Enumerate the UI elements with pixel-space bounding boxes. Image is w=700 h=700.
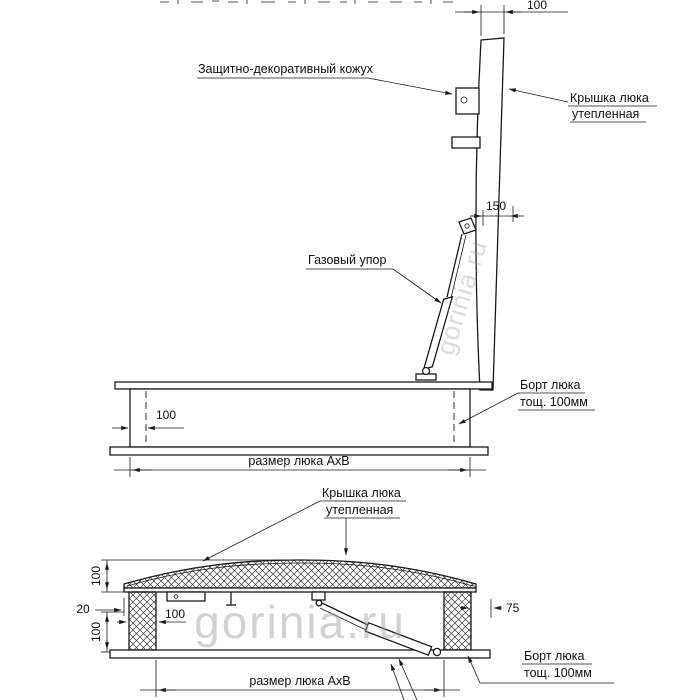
size-axb-label: размер люка АхВ xyxy=(248,454,349,468)
strut-top-mount xyxy=(458,217,477,235)
bottom-flange-section xyxy=(109,649,491,659)
hatch-frame-top-view xyxy=(109,381,493,456)
casing-label-text: Защитно-декоративный кожух xyxy=(198,62,374,76)
dim-wall-height-100-label: 100 xyxy=(89,622,103,642)
strut-label-text: Газовый упор xyxy=(308,253,386,267)
frame-box xyxy=(129,388,471,448)
gas-strut xyxy=(415,217,477,381)
dim-75-label: 75 xyxy=(506,601,520,615)
board-label-line2: тощ. 100мм xyxy=(520,395,588,409)
board-label-line1-section: Борт люка xyxy=(524,649,584,663)
lid-label-line2: утепленная xyxy=(572,107,639,121)
dim-wall-thickness-100: 100 xyxy=(112,408,184,431)
strut-bottom-eye-section xyxy=(432,647,442,657)
dim-wall-100-label: 100 xyxy=(156,408,176,422)
label-lid-bottom-view: Крышка люка утепленная xyxy=(202,486,406,562)
label-board-top-view: Борт люка тощ. 100мм xyxy=(458,378,595,425)
dim-cover-height-100: 100 xyxy=(89,559,298,593)
lid-label-line1: Крышка люка xyxy=(570,91,649,105)
cutoff-leaders xyxy=(390,658,418,700)
dim-size-axb-bottom-view: размер люка АхВ xyxy=(140,660,460,697)
strut-bottom-eye xyxy=(421,366,431,376)
dim-wall-100-label-section: 100 xyxy=(165,607,185,621)
size-axb-label-section: размер люка АхВ xyxy=(249,674,350,688)
label-lid-top-view: Крышка люка утепленная xyxy=(508,88,657,123)
dim-right-75: 75 xyxy=(460,599,520,618)
cover-insulation xyxy=(123,559,477,589)
dim-lid-thickness-100: 100 xyxy=(455,0,568,36)
dim-size-axb-top-view: размер люка АхВ xyxy=(114,454,486,477)
board-label-line1: Борт люка xyxy=(520,378,580,392)
label-casing: Защитно-декоративный кожух xyxy=(197,62,453,95)
clipped-title-fragments xyxy=(160,0,453,4)
label-gas-strut: Газовый упор xyxy=(306,253,442,304)
strut-rod xyxy=(446,233,463,298)
board-wall-left xyxy=(128,591,157,651)
dim-20-label: 20 xyxy=(76,602,90,616)
bottom-view-closed-section: Крышка люка утепленная xyxy=(76,486,614,700)
interior-details xyxy=(166,591,442,657)
label-board-bottom-view: Борт люка тощ. 100мм xyxy=(467,649,614,684)
strut-top-eye xyxy=(315,599,323,607)
bolt-circle xyxy=(460,96,468,104)
board-label-line2-section: тощ. 100мм xyxy=(524,666,592,680)
frame-bottom-flange xyxy=(109,446,489,456)
dim-wall-thickness-100-section: 100 xyxy=(117,607,186,625)
dim-top-100-label: 100 xyxy=(527,0,547,12)
dim-cover-100-label: 100 xyxy=(89,566,103,586)
insulated-cover-section xyxy=(123,559,477,593)
watermark-bottom: gorinia.ru xyxy=(194,596,406,648)
board-wall-right xyxy=(443,591,472,651)
frame-top-flange xyxy=(114,381,493,390)
cover-skin-line xyxy=(126,562,474,587)
dim-150-label: 150 xyxy=(486,199,506,213)
lid-label-line2: утепленная xyxy=(326,503,393,517)
dim-wall-height-100: 100 xyxy=(89,611,124,653)
top-view-open-hatch: 100 Защитно-декоративный кожух Крышка лю… xyxy=(109,0,657,477)
strut-rod-section xyxy=(321,602,369,626)
dim-lip-20: 20 xyxy=(76,598,125,616)
hatch-lid-open xyxy=(475,37,505,391)
strut-cylinder-section xyxy=(364,621,433,657)
casing-bracket xyxy=(451,87,481,149)
dim-strut-offset-150: 150 xyxy=(470,199,524,226)
lock-block xyxy=(166,591,206,602)
cover-bottom-plate xyxy=(123,587,477,593)
lid-label-line1: Крышка люка xyxy=(322,486,401,500)
